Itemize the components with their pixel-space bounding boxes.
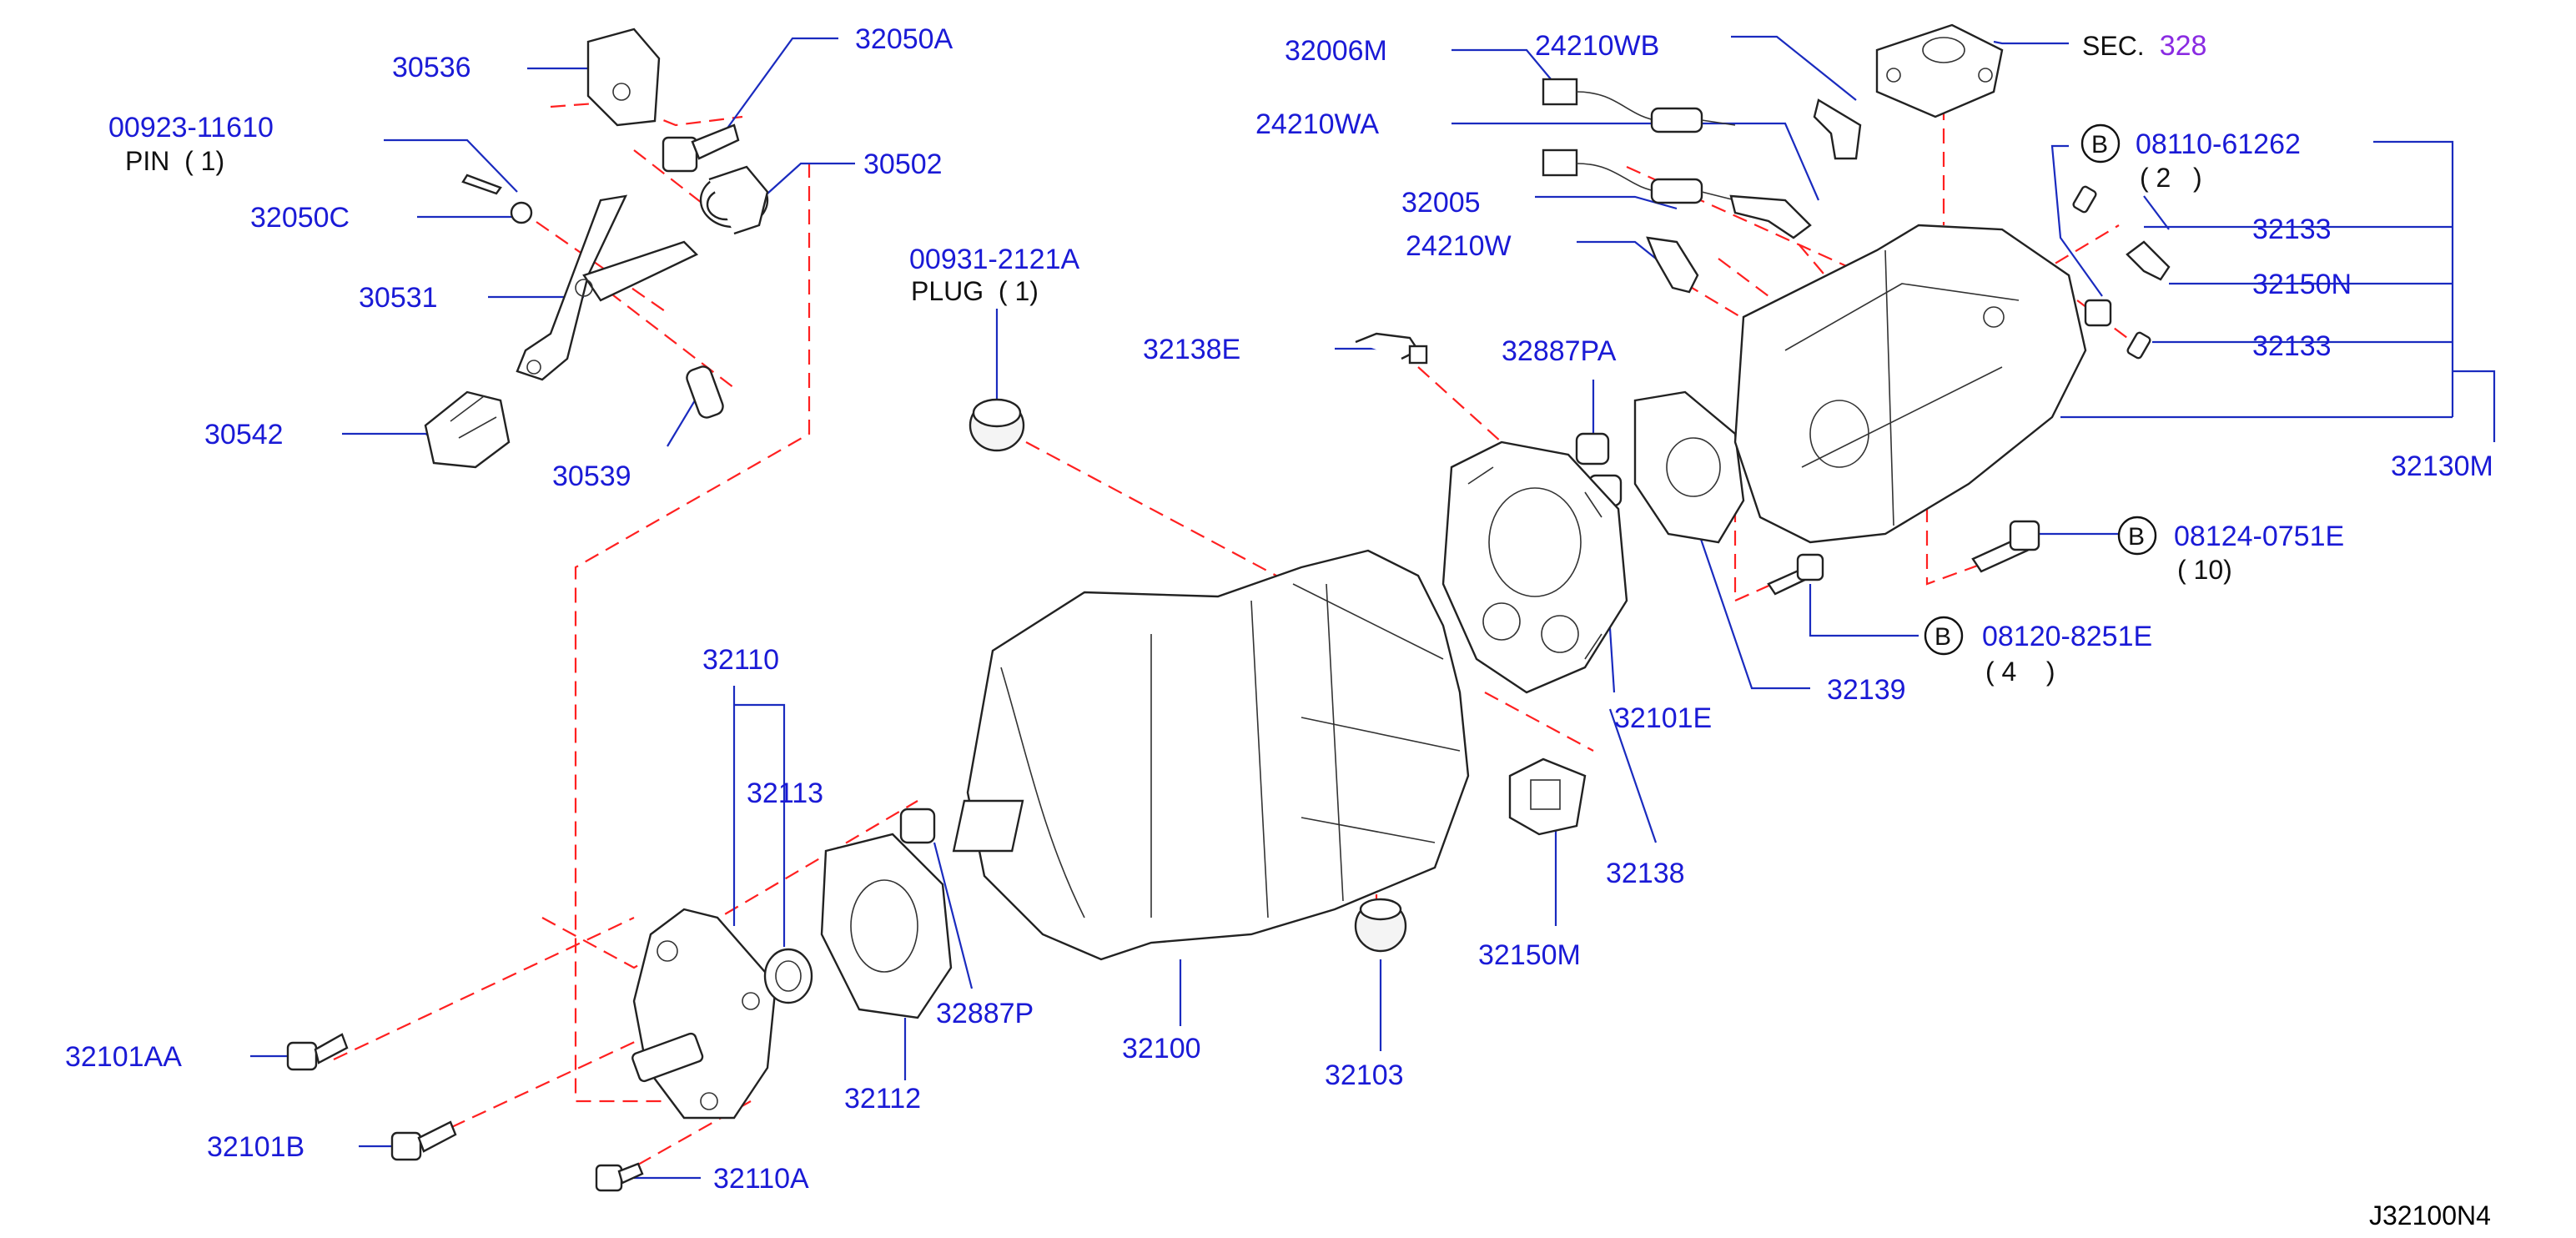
part-00923-pin — [461, 174, 502, 195]
part-08110-bolt — [2084, 299, 2112, 327]
note-08120-qty: ( 4 ) — [1985, 657, 2055, 687]
label-32050A: 32050A — [855, 23, 953, 55]
label-32150N: 32150N — [2252, 269, 2352, 300]
label-32050C: 32050C — [250, 202, 350, 234]
label-24210W: 24210W — [1406, 230, 1512, 262]
part-32100-case — [952, 549, 1470, 961]
label-24210WB: 24210WB — [1535, 30, 1659, 62]
label-30536: 30536 — [392, 52, 471, 83]
note-08124-qty: ( 10) — [2177, 555, 2232, 585]
bolt-marker-08120: B — [1924, 616, 1964, 656]
note-pin-qty: PIN ( 1) — [125, 146, 224, 176]
label-32887PA: 32887PA — [1502, 335, 1617, 367]
part-32150M-cover — [1508, 757, 1587, 836]
part-30502-bearing — [699, 165, 769, 235]
label-32138E: 32138E — [1143, 334, 1240, 365]
part-32887P-bushing — [899, 808, 936, 844]
part-32138E-breather — [1355, 332, 1428, 365]
label-32110: 32110 — [702, 644, 779, 676]
label-32101AA: 32101AA — [65, 1041, 182, 1073]
bolt-marker-letter: B — [2091, 131, 2108, 159]
part-32110-front-cover — [631, 908, 777, 1120]
part-24210WA-bracket — [1729, 194, 1812, 239]
label-32101E: 32101E — [1614, 702, 1712, 734]
part-00931-plug — [969, 398, 1025, 452]
part-labels: 30536 32050A 00923-11610 PIN ( 1) 30502 … — [65, 23, 2493, 1230]
part-32130M-extension — [1733, 224, 2087, 544]
part-sec328-mount — [1875, 23, 2004, 118]
part-30539-pivot — [686, 365, 724, 419]
label-32112: 32112 — [844, 1083, 921, 1115]
label-32101B: 32101B — [207, 1131, 304, 1163]
part-32112-gasket — [820, 833, 953, 1019]
label-30502: 30502 — [863, 148, 943, 180]
part-30542-boot — [424, 390, 511, 469]
part-32133-pins — [2072, 185, 2151, 360]
part-24210WB-bracket — [1813, 98, 1862, 160]
bolt-marker-08124: B — [2117, 516, 2157, 556]
bolt-marker-letter: B — [1935, 623, 1951, 651]
part-32103-plug — [1354, 898, 1407, 953]
part-32050A-bolt — [662, 123, 740, 173]
part-32006M-switch — [1542, 78, 1736, 133]
label-30531: 30531 — [359, 282, 438, 314]
label-32100: 32100 — [1122, 1033, 1201, 1064]
label-24210WA: 24210WA — [1255, 108, 1379, 140]
label-08110-61262: 08110-61262 — [2136, 128, 2301, 160]
note-08110-qty: ( 2 ) — [2140, 163, 2202, 193]
part-32110A-bolt — [595, 1162, 644, 1192]
bolt-marker-letter: B — [2128, 523, 2145, 551]
part-32113-seal — [763, 948, 813, 1004]
label-32103: 32103 — [1325, 1059, 1404, 1091]
part-08124-bolt — [1971, 520, 2040, 573]
part-32101AA-bolt — [286, 1033, 349, 1071]
label-00923-11610: 00923-11610 — [108, 112, 274, 143]
part-08120-bolt — [1767, 553, 1824, 596]
part-32101E-plate — [1441, 440, 1628, 694]
part-32139-gasket — [1633, 390, 1745, 544]
part-32050C-clip — [510, 201, 533, 224]
label-30539: 30539 — [552, 460, 631, 492]
label-32887P: 32887P — [936, 998, 1034, 1029]
sec-ref-label: SEC. 328 — [2082, 30, 2206, 62]
part-illustrations — [286, 23, 2171, 1192]
note-plug-qty: PLUG ( 1) — [911, 276, 1039, 306]
label-00931-2121A: 00931-2121A — [909, 244, 1080, 275]
part-32005-switch — [1542, 148, 1736, 204]
label-32138: 32138 — [1606, 858, 1685, 889]
label-32130M: 32130M — [2391, 450, 2493, 482]
label-32005: 32005 — [1401, 187, 1481, 219]
sec-number: 328 — [2160, 30, 2207, 62]
figure-id: J32100N4 — [2369, 1200, 2491, 1230]
part-32101B-bolt — [390, 1120, 457, 1161]
label-08124-0751E: 08124-0751E — [2174, 521, 2344, 552]
label-32110A: 32110A — [713, 1163, 809, 1195]
label-32113: 32113 — [747, 778, 823, 809]
label-08120-8251E: 08120-8251E — [1982, 621, 2152, 652]
sec-prefix: SEC. — [2082, 31, 2145, 61]
part-30536-bracket — [586, 28, 661, 127]
label-32150M: 32150M — [1478, 939, 1581, 971]
label-32006M: 32006M — [1285, 35, 1387, 67]
label-32139: 32139 — [1827, 674, 1906, 706]
part-30531-fork — [516, 194, 699, 381]
label-32133-lower: 32133 — [2252, 330, 2332, 362]
part-32150N-clip — [2126, 240, 2171, 281]
part-24210W-bracket — [1646, 236, 1699, 294]
label-30542: 30542 — [204, 419, 284, 450]
bolt-marker-08110: B — [2080, 123, 2121, 164]
label-32133-upper: 32133 — [2252, 214, 2332, 245]
